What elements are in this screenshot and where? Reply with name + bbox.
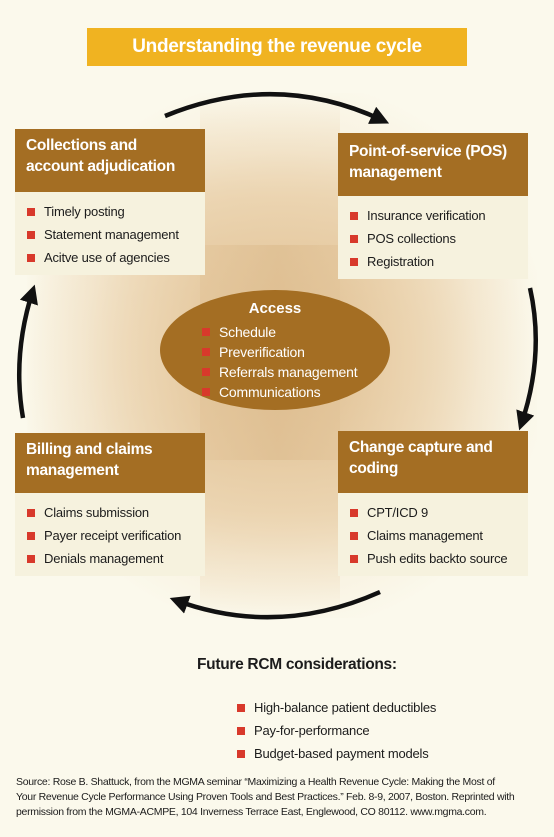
pos-heading: Point-of-service (POS) management [338,133,528,196]
page-title: Understanding the revenue cycle [132,36,422,57]
list-item-label: Registration [367,254,434,269]
access-title: Access [248,300,302,317]
bullet-icon [202,348,210,356]
charge-capture-list: CPT/ICD 9 Claims management Push edits b… [338,493,528,576]
list-item-label: Payer receipt verification [44,528,182,543]
collections-heading-line1: Collections and [26,137,137,154]
collections-heading-line2: account adjudication [26,158,176,175]
bullet-icon [350,234,358,243]
bullet-icon [350,531,358,540]
list-item-label: Communications [219,384,321,400]
bullet-icon [350,508,358,517]
list-item-label: Timely posting [44,204,125,219]
charge-capture-box: Change capture and coding CPT/ICD 9 Clai… [338,431,528,576]
list-item: CPT/ICD 9 [350,501,528,524]
list-item: Claims management [350,524,528,547]
list-item: Schedule [202,322,357,342]
source-line: Source: Rose B. Shattuck, from the MGMA … [16,776,495,788]
source-line: permission from the MGMA-ACMPE, 104 Inve… [16,806,487,818]
charge-capture-heading: Change capture and coding [338,431,528,493]
list-item: Preverification [202,342,357,362]
bullet-icon [350,257,358,266]
billing-box: Billing and claims management Claims sub… [15,433,205,576]
collections-heading: Collections and account adjudication [15,129,205,192]
list-item-label: Denials management [44,551,164,566]
source-note: Source: Rose B. Shattuck, from the MGMA … [16,775,541,820]
collections-list: Timely posting Statement management Acit… [15,192,205,275]
bullet-icon [202,388,210,396]
bullet-icon [202,328,210,336]
charge-capture-heading-line2: coding [349,460,398,477]
list-item-label: Statement management [44,227,179,242]
list-item-label: Claims management [367,528,483,543]
bullet-icon [27,531,35,540]
list-item: Denials management [27,547,205,570]
list-item-label: Preverification [219,344,305,360]
list-item-label: Schedule [219,324,276,340]
bullet-icon [27,508,35,517]
bullet-icon [27,207,35,216]
title-banner: Understanding the revenue cycle [87,28,467,66]
list-item: High-balance patient deductibles [237,696,436,719]
list-item-label: POS collections [367,231,456,246]
bullet-icon [202,368,210,376]
list-item: Claims submission [27,501,205,524]
list-item: Referrals management [202,362,358,382]
bullet-icon [350,554,358,563]
billing-heading-line2: management [26,462,119,479]
list-item: Insurance verification [350,204,528,227]
arrow-top-icon [164,92,390,124]
list-item-label: Pay-for-performance [254,723,370,738]
billing-heading-line1: Billing and claims [26,441,153,458]
list-item: Pay-for-performance [237,719,436,742]
list-item: Budget-based payment models [237,742,436,765]
list-item: Timely posting [27,200,205,223]
billing-heading: Billing and claims management [15,433,205,493]
bullet-icon [237,703,245,712]
future-considerations-list: High-balance patient deductibles Pay-for… [197,696,436,765]
arrow-left-icon [16,284,38,419]
bullet-icon [237,726,245,735]
bullet-icon [27,253,35,262]
list-item: Statement management [27,223,205,246]
list-item-label: Insurance verification [367,208,486,223]
list-item: Payer receipt verification [27,524,205,547]
list-item: Communications [202,382,357,402]
charge-capture-heading-line1: Change capture and [349,439,493,456]
billing-list: Claims submission Payer receipt verifica… [15,493,205,576]
list-item-label: Claims submission [44,505,149,520]
future-considerations-title: Future RCM considerations: [197,656,397,673]
bullet-icon [350,211,358,220]
list-item-label: Acitve use of agencies [44,250,170,265]
list-item-label: Push edits backto source [367,551,508,566]
arrow-bottom-icon [169,589,381,620]
list-item: Registration [350,250,528,273]
list-item-label: CPT/ICD 9 [367,505,429,520]
bullet-icon [27,554,35,563]
pos-heading-line1: Point-of-service (POS) [349,143,507,160]
source-line: Your Revenue Cycle Performance Using Pro… [16,791,515,803]
list-item-label: Budget-based payment models [254,746,429,761]
list-item-label: High-balance patient deductibles [254,700,437,715]
bullet-icon [27,230,35,239]
list-item: Acitve use of agencies [27,246,205,269]
access-ellipse: Access Schedule Preverification Referral… [160,290,390,410]
arrow-right-icon [516,287,538,431]
pos-list: Insurance verification POS collections R… [338,196,528,279]
pos-heading-line2: management [349,164,442,181]
list-item: Push edits backto source [350,547,528,570]
pos-box: Point-of-service (POS) management Insura… [338,133,528,279]
list-item: POS collections [350,227,528,250]
list-item-label: Referrals management [219,364,358,380]
bullet-icon [237,749,245,758]
collections-box: Collections and account adjudication Tim… [15,129,205,275]
access-list: Schedule Preverification Referrals manag… [202,322,358,402]
